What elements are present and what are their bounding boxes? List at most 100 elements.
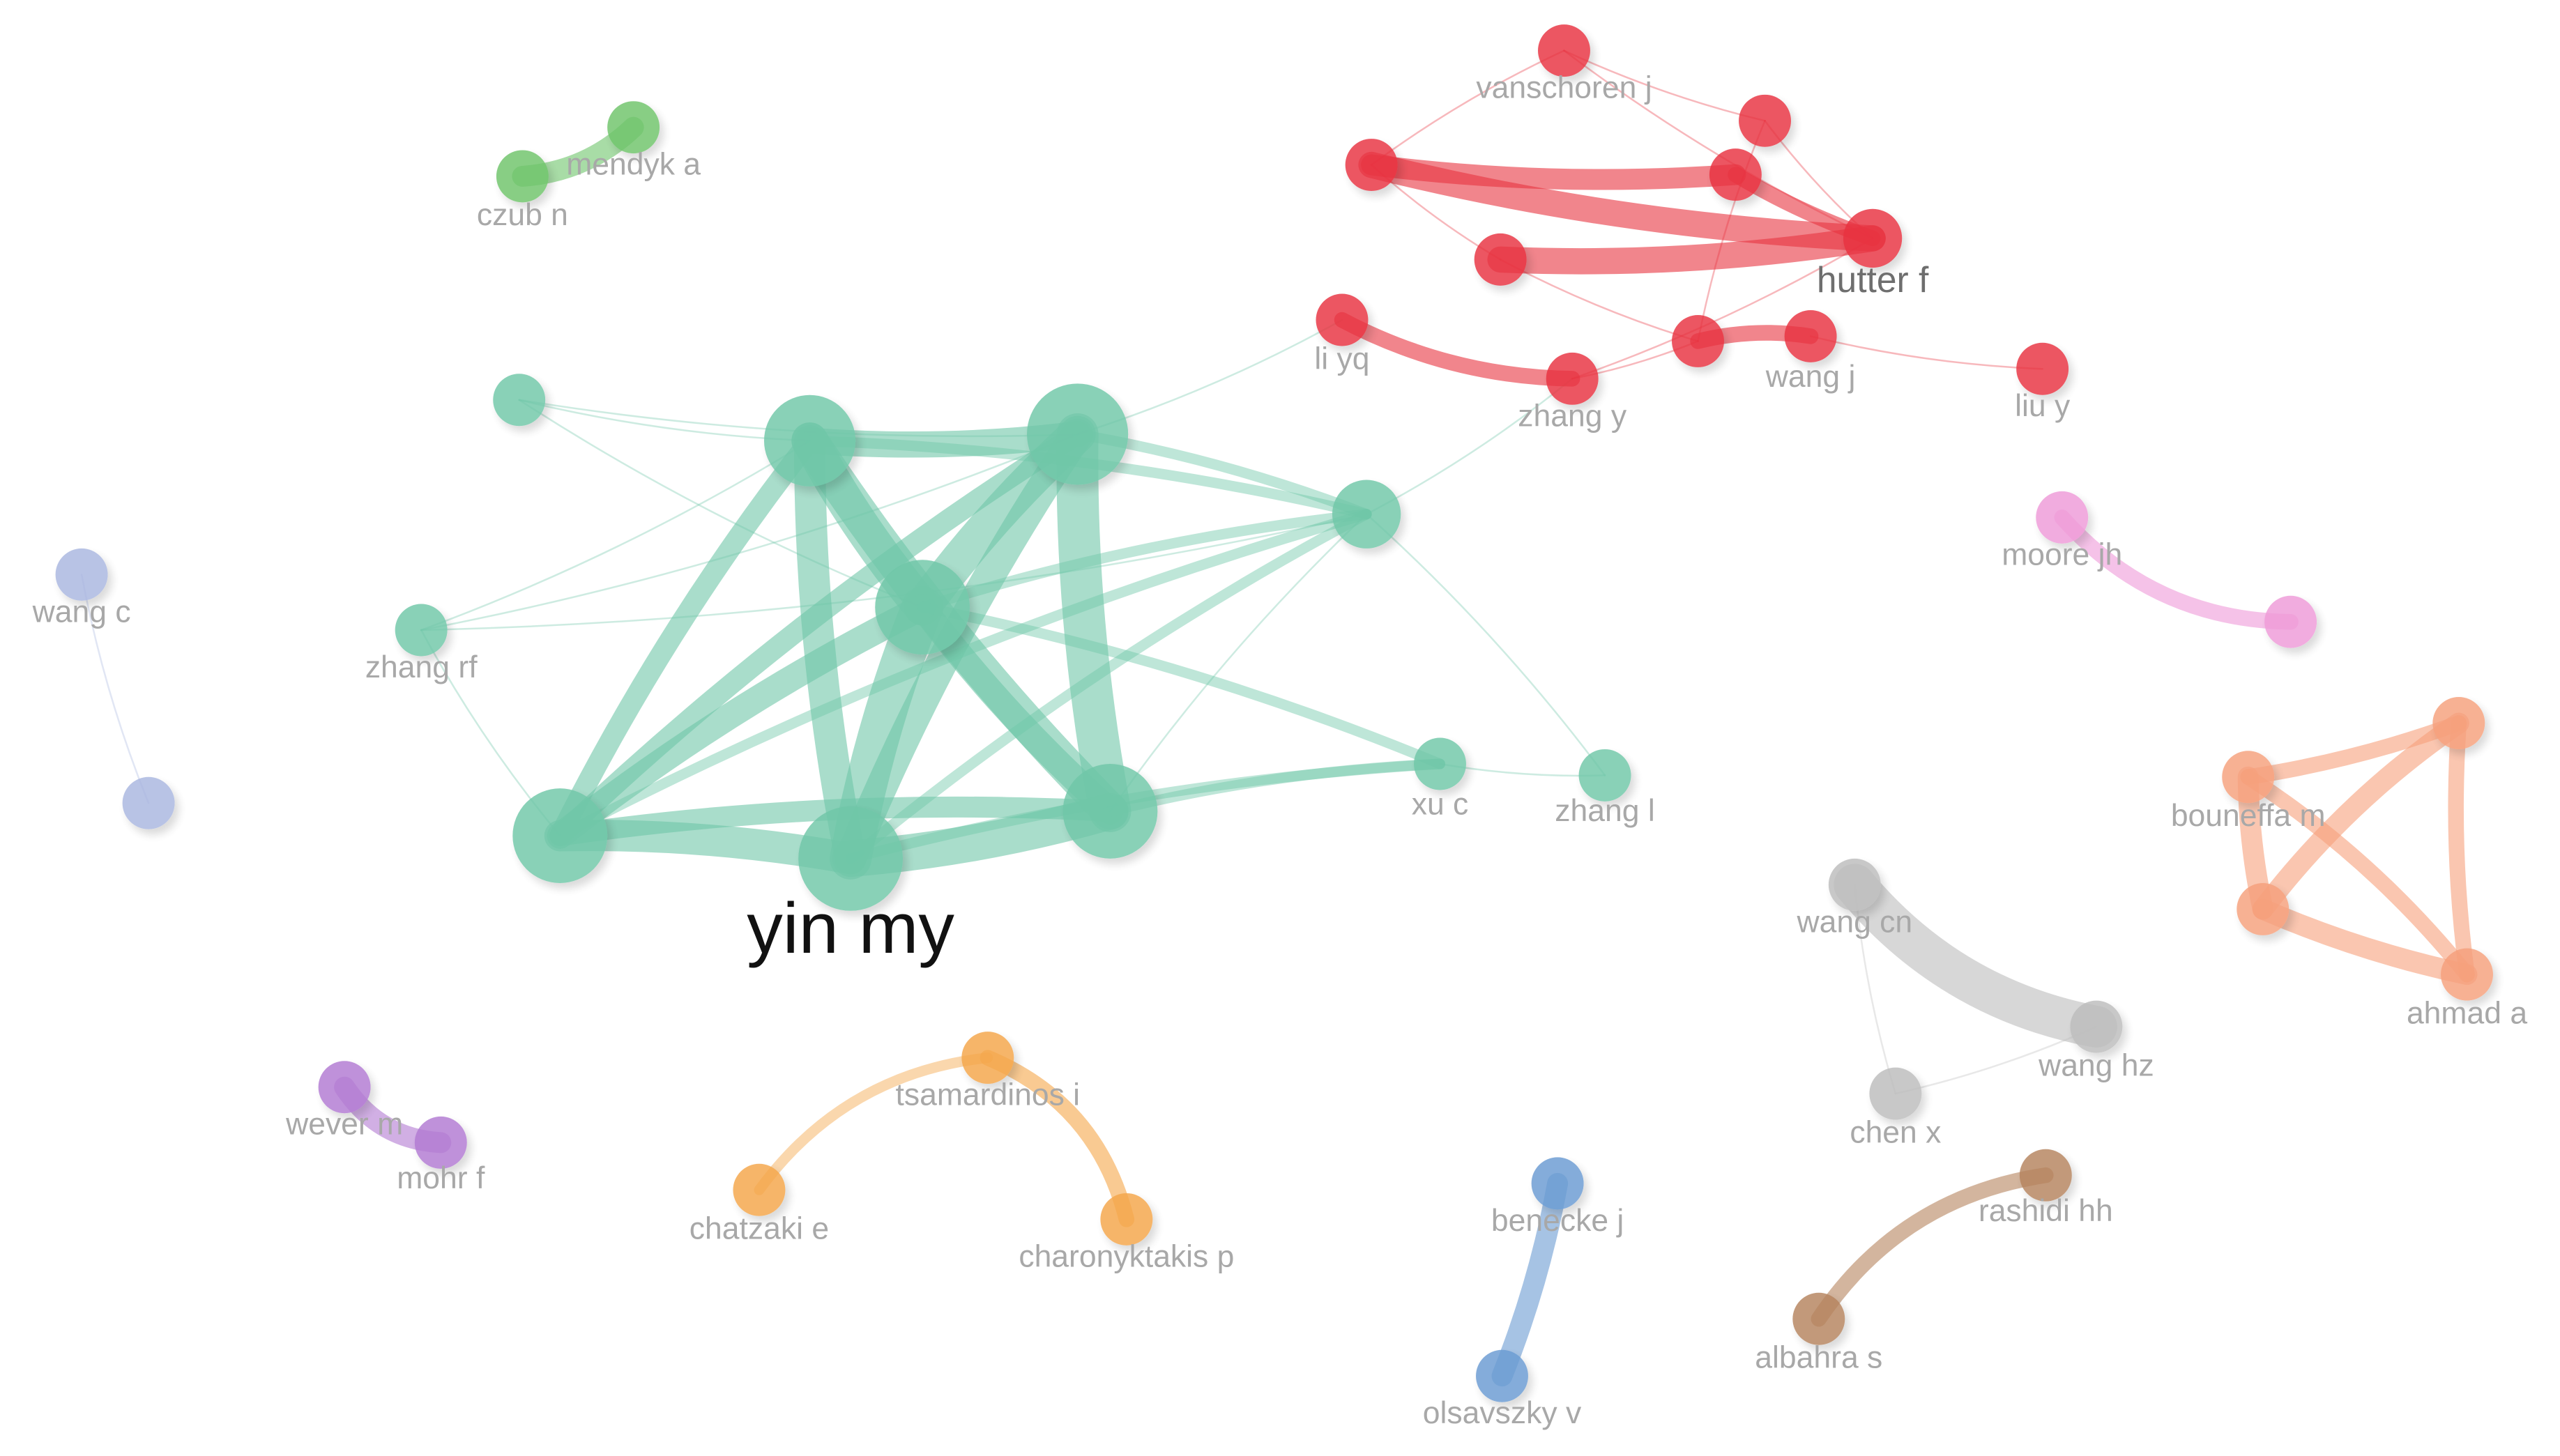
node-label: hutter f — [1817, 259, 1929, 300]
link-o1-o2 — [754, 1052, 993, 1195]
node-label: chen x — [1850, 1115, 1941, 1149]
node-albahra-s[interactable] — [1792, 1292, 1845, 1345]
node-bouneffa-m[interactable] — [2237, 882, 2289, 935]
link-o1-o3 — [980, 1050, 1135, 1227]
node-label: liu y — [2015, 389, 2071, 423]
node-ahmad-a[interactable] — [2441, 948, 2493, 1001]
node-label: wever m — [285, 1108, 403, 1142]
nodes-layer — [55, 24, 2493, 1402]
node-t2[interactable] — [763, 394, 856, 486]
node-benecke-j[interactable] — [1531, 1157, 1584, 1210]
link-l1-l2 — [80, 574, 150, 804]
link-t9-t6 — [917, 509, 1372, 613]
link-t5-t3 — [420, 433, 1079, 631]
node-label: zhang y — [1518, 399, 1627, 433]
node-t4[interactable] — [512, 788, 608, 883]
node-p2[interactable] — [2264, 595, 2317, 648]
node-label: vanschoren j — [1476, 71, 1652, 105]
node-li-yq[interactable] — [1316, 293, 1369, 346]
link-s2-s4 — [2252, 898, 2478, 986]
node-chatzaki-e[interactable] — [733, 1163, 786, 1216]
link-t10-t8 — [1104, 758, 1445, 817]
node-zhang-rf[interactable] — [395, 604, 448, 657]
link-r1-r2 — [1563, 49, 1766, 122]
node-label: albahra s — [1755, 1341, 1882, 1375]
node-label: benecke j — [1491, 1204, 1624, 1238]
link-r3-r4 — [1361, 154, 1746, 190]
node-label: zhang l — [1555, 794, 1654, 828]
node-label: olsavszky v — [1423, 1396, 1582, 1430]
node-wang-j[interactable] — [1784, 309, 1837, 362]
node-s1[interactable] — [2222, 751, 2275, 804]
link-t9-t8 — [1109, 513, 1368, 813]
link-t9-t7 — [845, 509, 1372, 864]
node-mohr-f[interactable] — [414, 1116, 467, 1169]
node-zhang-l[interactable] — [1578, 749, 1631, 802]
node-zhang-y[interactable] — [1546, 352, 1599, 405]
node-chen-x[interactable] — [1869, 1067, 1922, 1120]
link-y3-y2 — [1894, 1025, 2098, 1095]
node-label: wang c — [32, 595, 131, 629]
node-label: czub n — [477, 198, 568, 232]
link-s2-s3 — [2252, 712, 2469, 920]
node-r9[interactable] — [1672, 314, 1724, 367]
node-xu-c[interactable] — [1414, 737, 1466, 790]
link-s1-s4 — [2240, 769, 2475, 983]
node-olsavszky-v[interactable] — [1476, 1349, 1528, 1402]
node-t9[interactable] — [1332, 480, 1401, 549]
node-t6[interactable] — [875, 560, 970, 655]
node-label: wang hz — [2038, 1048, 2154, 1082]
node-label: yin my — [747, 888, 954, 968]
node-liu-y[interactable] — [2016, 342, 2069, 395]
node-wang-cn[interactable] — [1828, 858, 1881, 911]
link-r6-r5 — [1487, 225, 1886, 275]
link-t5-t2 — [420, 440, 811, 631]
link-w1-w2 — [1811, 1167, 2054, 1327]
node-label: ahmad a — [2407, 996, 2527, 1030]
node-tsamardinos-i[interactable] — [961, 1032, 1014, 1085]
link-r6-r9 — [1499, 259, 1699, 342]
node-label: li yq — [1314, 342, 1369, 376]
node-label: tsamardinos i — [896, 1078, 1081, 1112]
node-r4[interactable] — [1709, 148, 1762, 201]
link-p1-p2 — [2054, 509, 2299, 630]
node-label: mendyk a — [566, 148, 701, 182]
node-label: wang cn — [1796, 905, 1912, 939]
link-t11-t9 — [1365, 513, 1606, 776]
node-l2[interactable] — [122, 776, 175, 829]
node-t3[interactable] — [1027, 383, 1129, 485]
link-r1-r5 — [1563, 49, 1874, 240]
link-r1-r3 — [1370, 49, 1565, 166]
node-moore-jh[interactable] — [2036, 491, 2089, 544]
node-label: bouneffa m — [2171, 799, 2326, 833]
node-label: chatzaki e — [689, 1212, 829, 1246]
node-r2[interactable] — [1739, 94, 1791, 147]
node-wang-hz[interactable] — [2070, 1000, 2123, 1053]
node-label: xu c — [1412, 788, 1469, 822]
link-s3-s4 — [2448, 715, 2475, 983]
node-label: wang j — [1765, 360, 1856, 394]
node-t8[interactable] — [1062, 764, 1158, 859]
node-r3[interactable] — [1345, 139, 1398, 192]
link-t9-t4 — [554, 509, 1372, 841]
node-rashidi-hh[interactable] — [2019, 1149, 2072, 1202]
link-r10-r11 — [1809, 335, 2043, 370]
link-y1-y2 — [1834, 864, 2117, 1048]
node-mendyk-a[interactable] — [607, 101, 660, 154]
node-hutter-f[interactable] — [1843, 208, 1903, 268]
node-charonyktakis-p[interactable] — [1100, 1193, 1153, 1246]
node-wang-c[interactable] — [55, 548, 108, 601]
node-vanschoren-j[interactable] — [1538, 24, 1590, 77]
node-t1[interactable] — [493, 374, 546, 427]
node-czub-n[interactable] — [496, 150, 549, 203]
node-s3[interactable] — [2432, 697, 2485, 749]
link-y1-y3 — [1854, 884, 1897, 1095]
node-yin-my[interactable] — [798, 806, 904, 911]
node-r6[interactable] — [1474, 233, 1527, 286]
link-r8-r5 — [1571, 237, 1874, 380]
node-wever-m[interactable] — [318, 1061, 371, 1114]
link-r7-r8 — [1334, 312, 1580, 387]
link-r2-r9 — [1697, 120, 1766, 342]
node-label: charonyktakis p — [1019, 1239, 1234, 1273]
